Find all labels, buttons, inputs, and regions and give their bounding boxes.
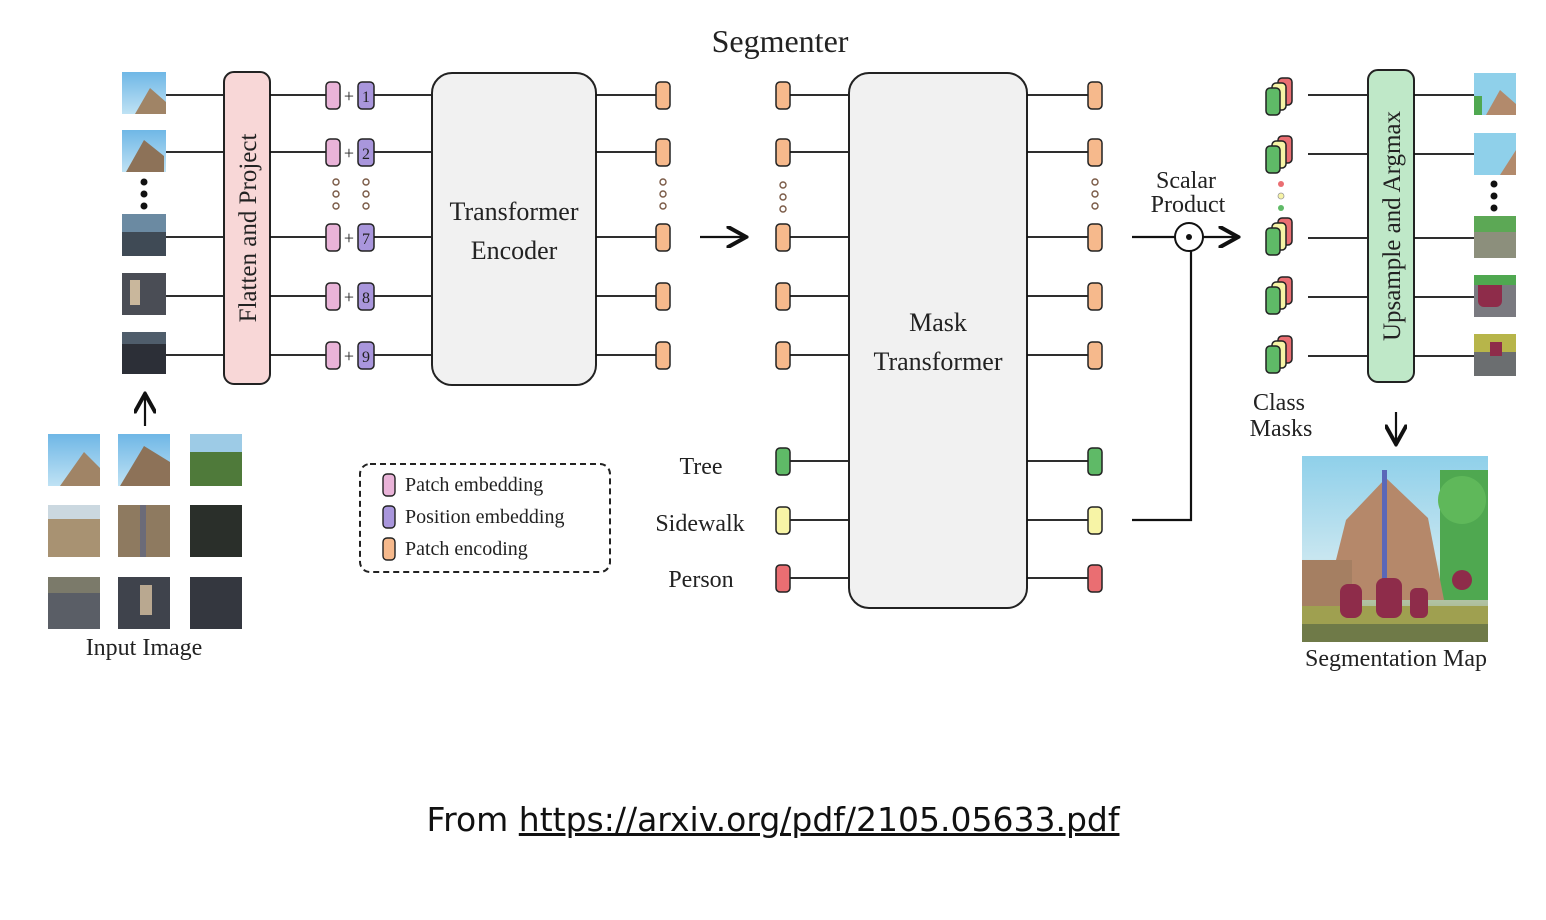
class-mask-stack xyxy=(1265,335,1293,374)
ellipsis-dot xyxy=(140,202,148,210)
output-patch-2 xyxy=(1474,133,1516,175)
mask-input-lines xyxy=(790,94,850,579)
mask-transformer-label-line1: Mask xyxy=(909,308,967,337)
position-label: 2 xyxy=(362,146,370,163)
input-patch-7 xyxy=(122,214,166,256)
embedding-row: + 7 xyxy=(325,223,375,252)
mask-output-ellipsis xyxy=(1091,178,1099,210)
segmentation-map-caption: Segmentation Map xyxy=(1305,646,1487,672)
class-embedding-connector xyxy=(1132,251,1193,522)
legend-label-patch-embedding: Patch embedding xyxy=(405,474,543,496)
position-label: 8 xyxy=(362,290,370,307)
class-token-tree xyxy=(775,447,791,476)
mask-output-lines xyxy=(1027,94,1088,579)
output-patch-8 xyxy=(1474,275,1516,317)
class-mask-stack xyxy=(1265,276,1293,315)
mask-transformer-block xyxy=(848,72,1028,609)
embedding-to-encoder-lines xyxy=(374,94,434,356)
legend-swatch-patch-encoding xyxy=(382,537,396,561)
embedding-rows: + 1 + 2 + 7 + 8 + 9 xyxy=(325,81,375,370)
source-citation: From https://arxiv.org/pdf/2105.05633.pd… xyxy=(0,800,1546,839)
encoder-output-ellipsis xyxy=(659,178,667,210)
class-label-sidewalk: Sidewalk xyxy=(655,511,744,537)
flatten-project-label: Flatten and Project xyxy=(235,134,262,323)
encoder-label-line2: Encoder xyxy=(471,236,558,265)
ellipsis-dot xyxy=(140,190,148,198)
mask-input-ellipsis xyxy=(779,181,787,213)
ellipsis-dot xyxy=(1490,192,1498,200)
position-label: 9 xyxy=(362,349,370,366)
input-image-grid xyxy=(48,434,242,629)
flatten-to-embedding-lines xyxy=(270,94,326,356)
svg-text:+: + xyxy=(344,86,354,106)
class-label-person: Person xyxy=(668,567,733,593)
scalar-product-label-line2: Product xyxy=(1151,192,1226,218)
output-patch-9 xyxy=(1474,334,1516,376)
class-token-sidewalk xyxy=(775,506,791,535)
legend-swatch-patch-embedding xyxy=(382,473,396,497)
legend-label-patch-encoding: Patch encoding xyxy=(405,538,528,560)
input-patch-8 xyxy=(122,273,166,315)
class-masks-stacks xyxy=(1265,77,1293,374)
source-link[interactable]: https://arxiv.org/pdf/2105.05633.pdf xyxy=(518,800,1120,839)
embedding-row: + 2 xyxy=(325,138,375,167)
output-patch-1 xyxy=(1474,73,1516,115)
mask-output-class-person xyxy=(1087,564,1103,593)
transformer-encoder-block xyxy=(431,72,597,386)
upsample-to-output-lines xyxy=(1414,94,1474,357)
output-patch-column xyxy=(1474,73,1516,376)
legend: Patch embedding Position embedding Patch… xyxy=(359,463,611,573)
legend-swatch-position-embedding xyxy=(382,505,396,529)
class-masks-label-line1: Class xyxy=(1253,390,1305,416)
class-mask-stack xyxy=(1265,77,1293,116)
class-masks-label-line2: Masks xyxy=(1250,416,1313,442)
encoder-output-lines xyxy=(596,94,656,356)
diagram-title: Segmenter xyxy=(712,23,849,59)
upsample-argmax-block xyxy=(1367,69,1415,383)
input-patch-column xyxy=(122,72,166,374)
output-patch-7 xyxy=(1474,216,1516,258)
encoder-label-line1: Transformer xyxy=(449,197,578,226)
masks-to-upsample-lines xyxy=(1308,94,1370,357)
ellipsis-dot xyxy=(140,178,148,186)
patch-to-flatten-lines xyxy=(166,94,226,356)
ellipsis-dot xyxy=(1490,204,1498,212)
embedding-row: + 1 xyxy=(325,81,375,110)
legend-box xyxy=(359,463,611,573)
segmentation-map-image xyxy=(1302,456,1488,642)
input-patch-9 xyxy=(122,332,166,374)
legend-label-position-embedding: Position embedding xyxy=(405,506,564,528)
class-mask-stack xyxy=(1265,135,1293,174)
mask-output-class-sidewalk xyxy=(1087,506,1103,535)
svg-text:+: + xyxy=(344,228,354,248)
mask-output-class-tree xyxy=(1087,447,1103,476)
position-label: 7 xyxy=(362,231,370,248)
flatten-project-block xyxy=(223,71,271,385)
mask-transformer-label-line2: Transformer xyxy=(873,347,1002,376)
upsample-argmax-label: Upsample and Argmax xyxy=(1379,110,1406,341)
embedding-row: + 8 xyxy=(325,282,375,311)
mask-input-tokens xyxy=(775,81,791,370)
svg-text:+: + xyxy=(344,287,354,307)
class-token-person xyxy=(775,564,791,593)
class-masks-ellipsis xyxy=(1277,181,1285,211)
scalar-product-label-line1: Scalar xyxy=(1156,168,1216,194)
ellipsis-dot xyxy=(1490,180,1498,188)
svg-text:+: + xyxy=(344,143,354,163)
input-patch-2 xyxy=(122,130,166,172)
source-prefix: From xyxy=(426,800,509,839)
embedding-row: + 9 xyxy=(325,341,375,370)
input-patch-1 xyxy=(122,72,166,114)
class-mask-stack xyxy=(1265,217,1293,256)
encoder-output-tokens xyxy=(655,81,671,370)
embedding-ellipsis xyxy=(332,178,370,210)
position-label: 1 xyxy=(362,89,370,106)
scalar-product-dot xyxy=(1186,234,1192,240)
class-label-tree: Tree xyxy=(679,454,722,480)
svg-text:+: + xyxy=(344,346,354,366)
segmenter-diagram: Segmenter xyxy=(48,23,1516,672)
mask-output-patch-tokens xyxy=(1087,81,1103,370)
input-image-caption: Input Image xyxy=(86,635,203,661)
